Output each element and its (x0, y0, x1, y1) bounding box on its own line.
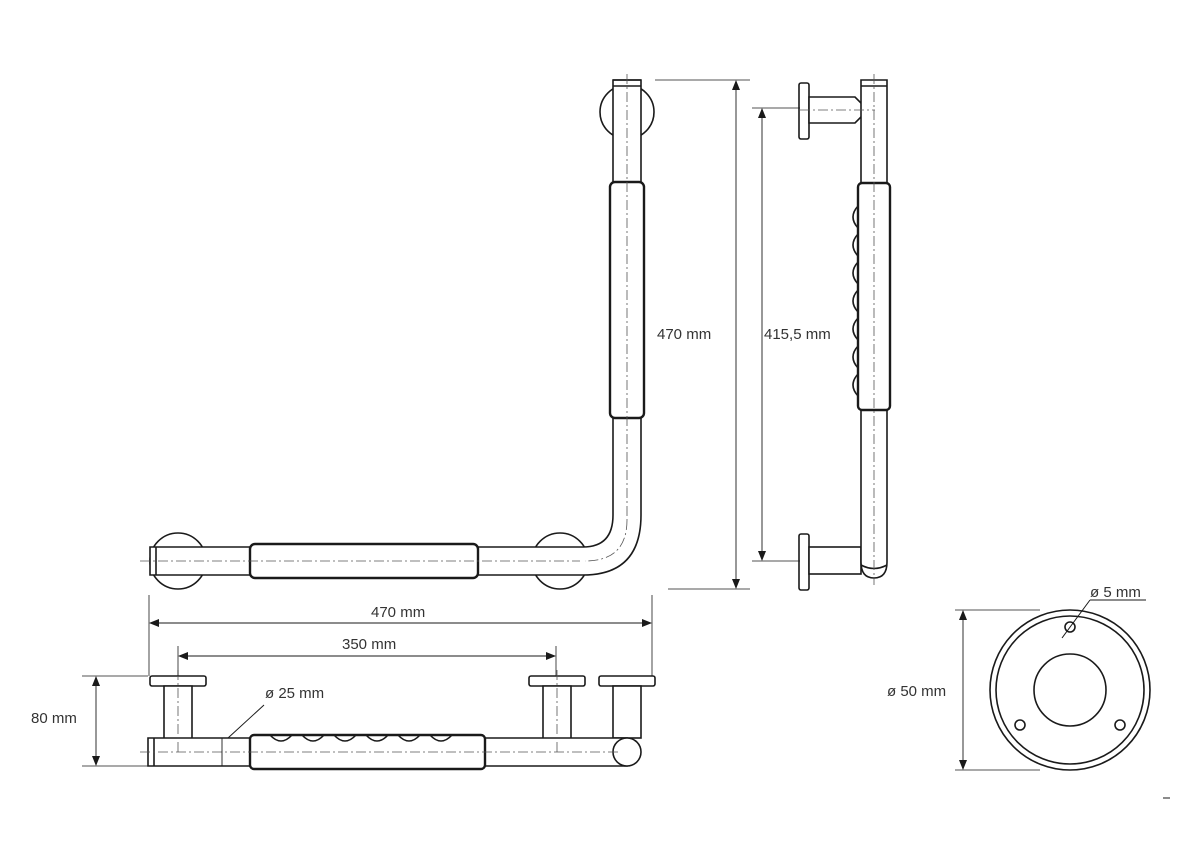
top-grip-ridges (269, 734, 453, 742)
dim-overall-width: 470 mm (148, 595, 653, 676)
screw-hole-top (1064, 621, 1076, 633)
flange-outer-rim (989, 609, 1151, 771)
dim-projection: 80 mm (31, 675, 148, 767)
side-grip-ridges (852, 205, 859, 397)
label-grip-height: 415,5 mm (764, 326, 831, 343)
side-bottom-flange (798, 533, 810, 591)
label-overall-width: 470 mm (371, 604, 425, 621)
flange-detail (989, 609, 1151, 771)
dim-flange-diameter: ø 50 mm (887, 609, 1040, 771)
label-overall-height: 470 mm (657, 326, 711, 343)
l-bar-tube (149, 79, 642, 576)
top-view (140, 670, 656, 771)
label-grip-width: 350 mm (342, 636, 396, 653)
flange-center-hole (1033, 653, 1107, 727)
side-top-flange (798, 82, 810, 140)
dim-screw-hole-diameter: ø 5 mm (1061, 584, 1146, 639)
label-screw-hole-diameter: ø 5 mm (1090, 584, 1141, 601)
label-flange-diameter: ø 50 mm (887, 683, 946, 700)
label-projection: 80 mm (31, 710, 77, 727)
label-tube-diameter: ø 25 mm (265, 685, 324, 702)
dim-overall-height: 470 mm (655, 79, 750, 590)
screw-hole-right (1114, 719, 1126, 731)
side-view (798, 74, 892, 591)
screw-hole-left (1014, 719, 1026, 731)
front-view-l-bar (140, 74, 655, 590)
dim-tube-diameter: ø 25 mm (221, 685, 324, 766)
dim-grip-width: 350 mm (177, 636, 557, 676)
dim-grip-height: 415,5 mm (752, 107, 831, 562)
